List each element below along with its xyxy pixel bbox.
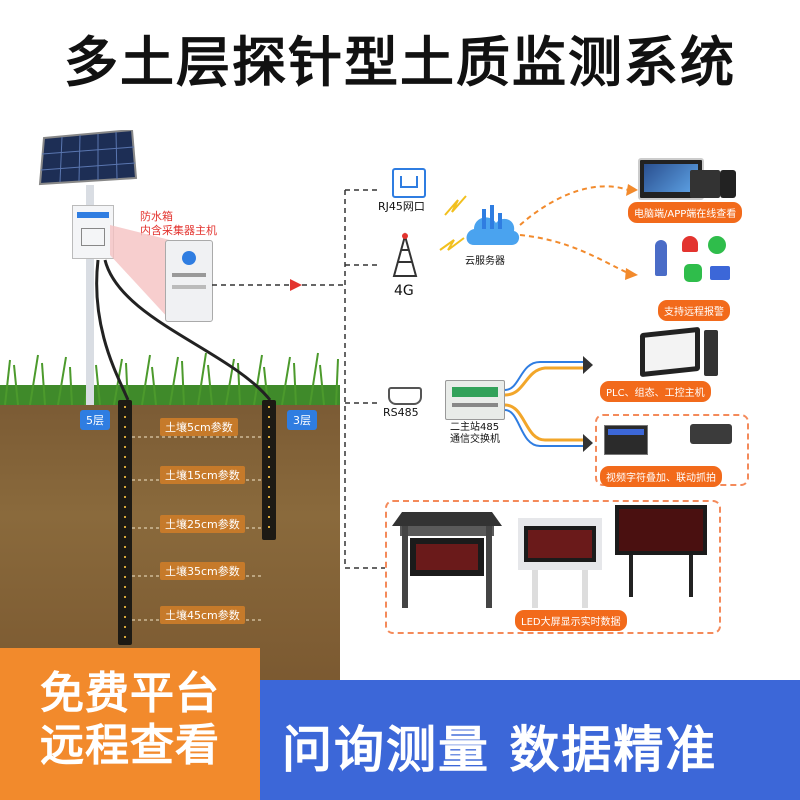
g4-label: 4G	[394, 283, 414, 299]
mount-pole	[86, 185, 94, 405]
mail-icon	[710, 266, 730, 280]
laptop-icon	[690, 170, 720, 198]
banner-left-line1: 免费平台	[40, 668, 220, 719]
free-platform-banner: 免费平台 远程查看	[0, 648, 260, 800]
switch-label-2: 通信交换机	[450, 434, 500, 445]
depth-label: 土壤45cm参数	[160, 606, 245, 624]
probe-5-layer	[118, 400, 132, 645]
industrial-panel-icon	[640, 326, 700, 378]
box-label-2: 内含采集器主机	[140, 224, 217, 237]
depth-label: 土壤35cm参数	[160, 562, 245, 580]
video-overlay-device	[604, 425, 648, 455]
probe-3-layer	[262, 400, 276, 540]
phone-icon	[720, 170, 736, 198]
layer-5-tag: 5层	[80, 410, 110, 430]
siren-icon	[682, 236, 698, 252]
collector-host	[165, 240, 213, 322]
accurate-data-banner: 问询测量 数据精准	[260, 680, 800, 800]
message-icon	[684, 264, 702, 282]
panel-side-icon	[704, 330, 718, 376]
solar-panel	[38, 130, 138, 186]
banner-left-line2: 远程查看	[40, 720, 220, 771]
soil-section	[0, 395, 340, 695]
rs485-label: RS485	[383, 406, 419, 419]
rs485-port-icon	[388, 387, 422, 405]
video-tag: 视频字符叠加、联动抓拍	[600, 466, 722, 487]
depth-label: 土壤5cm参数	[160, 418, 238, 436]
led-box	[385, 500, 721, 634]
plc-tag: PLC、组态、工控主机	[600, 381, 711, 402]
wechat-icon	[708, 236, 726, 254]
depth-label: 土壤15cm参数	[160, 466, 245, 484]
alarm-tag: 支持远程报警	[658, 300, 730, 321]
rj45-icon	[392, 168, 426, 198]
person-icon	[655, 240, 667, 276]
led-display-icon	[615, 505, 707, 597]
banner-right-text: 问询测量 数据精准	[282, 721, 718, 779]
led-tag: LED大屏显示实时数据	[515, 610, 627, 631]
cloud-icon	[466, 205, 520, 245]
led-kiosk-icon	[392, 512, 502, 608]
layer-3-tag: 3层	[287, 410, 317, 430]
rj45-label: RJ45网口	[378, 200, 425, 213]
waterproof-box	[72, 205, 114, 259]
box-label-1: 防水箱	[140, 210, 173, 223]
connection-lines	[212, 184, 638, 569]
sensor-cables	[95, 259, 272, 401]
pc-app-tag: 电脑端/APP端在线查看	[628, 202, 743, 223]
switch-label-1: 二主站485	[450, 422, 500, 433]
zoom-beam	[110, 225, 170, 320]
page-title: 多土层探针型土质监测系统	[64, 31, 736, 94]
camera-icon	[690, 424, 732, 444]
cloud-label: 云服务器	[465, 256, 505, 267]
rs485-switch-device	[445, 380, 505, 420]
depth-label: 土壤25cm参数	[160, 515, 245, 533]
tower-4g-icon	[392, 232, 418, 277]
led-board-icon	[518, 518, 602, 608]
